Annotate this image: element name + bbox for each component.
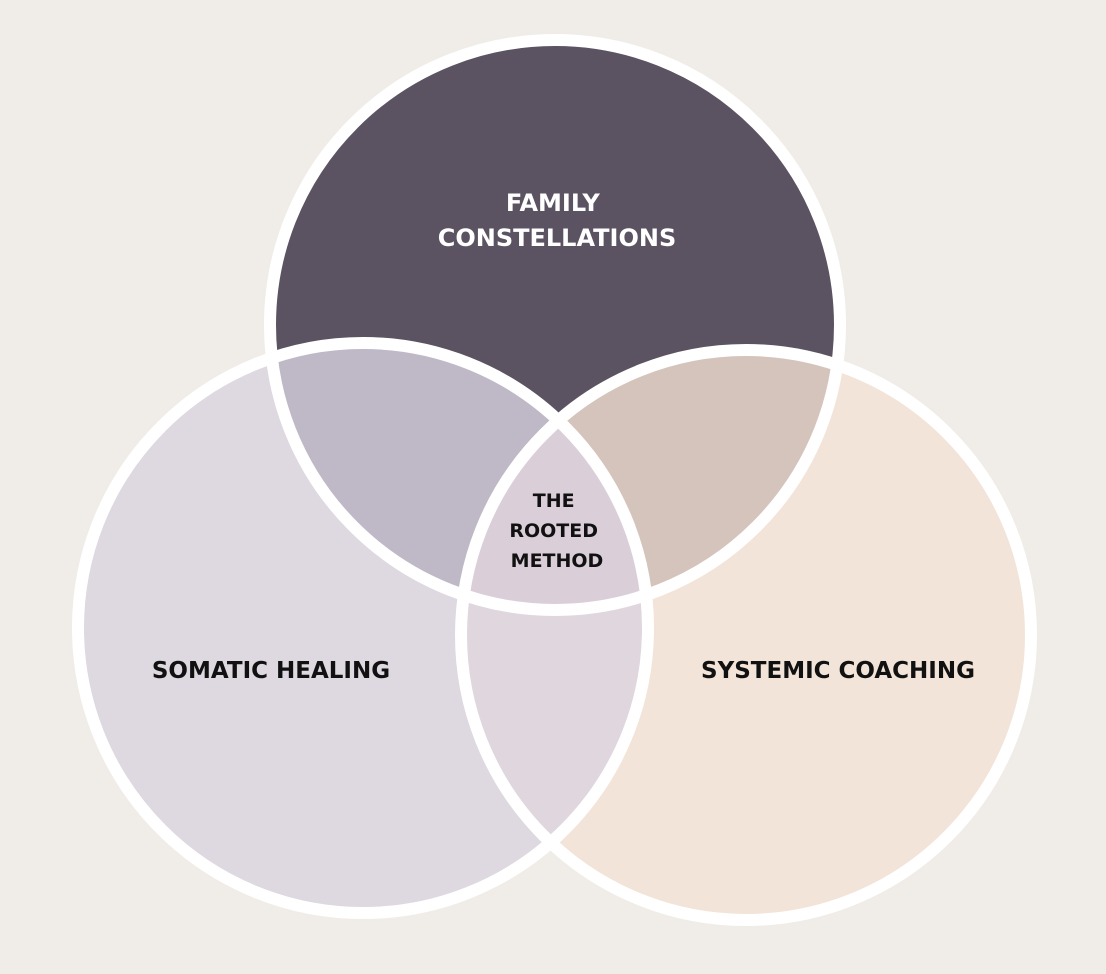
label-systemic-coaching: SYSTEMIC COACHING (701, 658, 975, 684)
overlap-center (461, 350, 648, 610)
label-the-rooted-method: THE ROOTED METHOD (509, 490, 604, 572)
circle-outline-top (264, 34, 846, 616)
label-family-constellations: FAMILY CONSTELLATIONS (438, 189, 677, 252)
circle-outline-left (72, 337, 654, 919)
overlap-top-left (270, 343, 648, 610)
label-somatic-healing: SOMATIC HEALING (152, 658, 390, 684)
circle-outline-right (455, 344, 1037, 926)
